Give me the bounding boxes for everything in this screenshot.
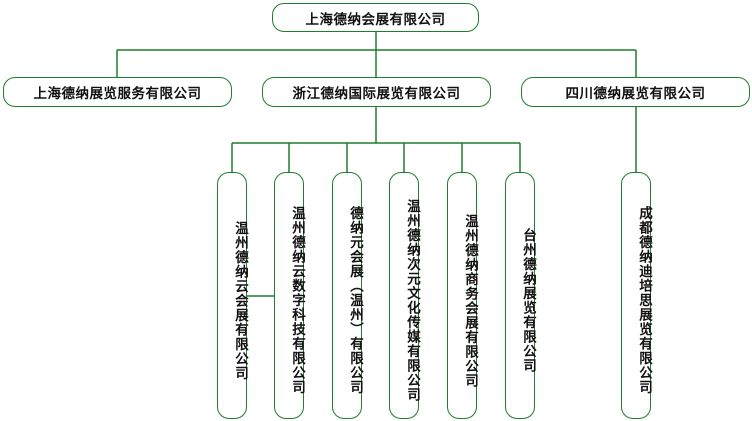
chengdu-dipeisi-box: 成都德纳迪培思展览有限公司 <box>621 172 652 419</box>
wz-ciyuan-box: 温州德纳次元文化传媒有限公司 <box>389 172 420 419</box>
wz-shangwu-label: 温州德纳商务会展有限公司 <box>462 213 478 388</box>
wz-shangwu-box: 温州德纳商务会展有限公司 <box>447 172 478 419</box>
zhejiang-international-box: 浙江德纳国际展览有限公司 <box>262 77 491 107</box>
wz-yunhuizhan-label: 温州德纳云会展有限公司 <box>232 220 248 381</box>
dnyuan-wenzhou-label: 德纳元会展（温州）有限公司 <box>347 206 363 395</box>
zhejiang-international-label: 浙江德纳国际展览有限公司 <box>292 86 461 102</box>
sichuan-exhibition-box: 四川德纳展览有限公司 <box>521 77 750 107</box>
root-company-box: 上海德纳会展有限公司 <box>272 3 479 32</box>
taizhou-exhibition-label: 台州德纳展览有限公司 <box>520 228 536 373</box>
wz-yunshuzi-label: 温州德纳云数字科技有限公司 <box>289 206 305 395</box>
sichuan-exhibition-label: 四川德纳展览有限公司 <box>565 86 706 102</box>
wz-ciyuan-label: 温州德纳次元文化传媒有限公司 <box>404 199 420 402</box>
shanghai-service-box: 上海德纳展览服务有限公司 <box>3 77 232 107</box>
dnyuan-wenzhou-box: 德纳元会展（温州）有限公司 <box>332 172 363 419</box>
taizhou-exhibition-box: 台州德纳展览有限公司 <box>505 172 536 419</box>
wz-yunhuizhan-box: 温州德纳云会展有限公司 <box>217 172 248 419</box>
shanghai-service-label: 上海德纳展览服务有限公司 <box>33 86 202 102</box>
root-company-label: 上海德纳会展有限公司 <box>305 11 446 28</box>
wz-yunshuzi-box: 温州德纳云数字科技有限公司 <box>274 172 305 419</box>
chengdu-dipeisi-label: 成都德纳迪培思展览有限公司 <box>636 206 652 395</box>
